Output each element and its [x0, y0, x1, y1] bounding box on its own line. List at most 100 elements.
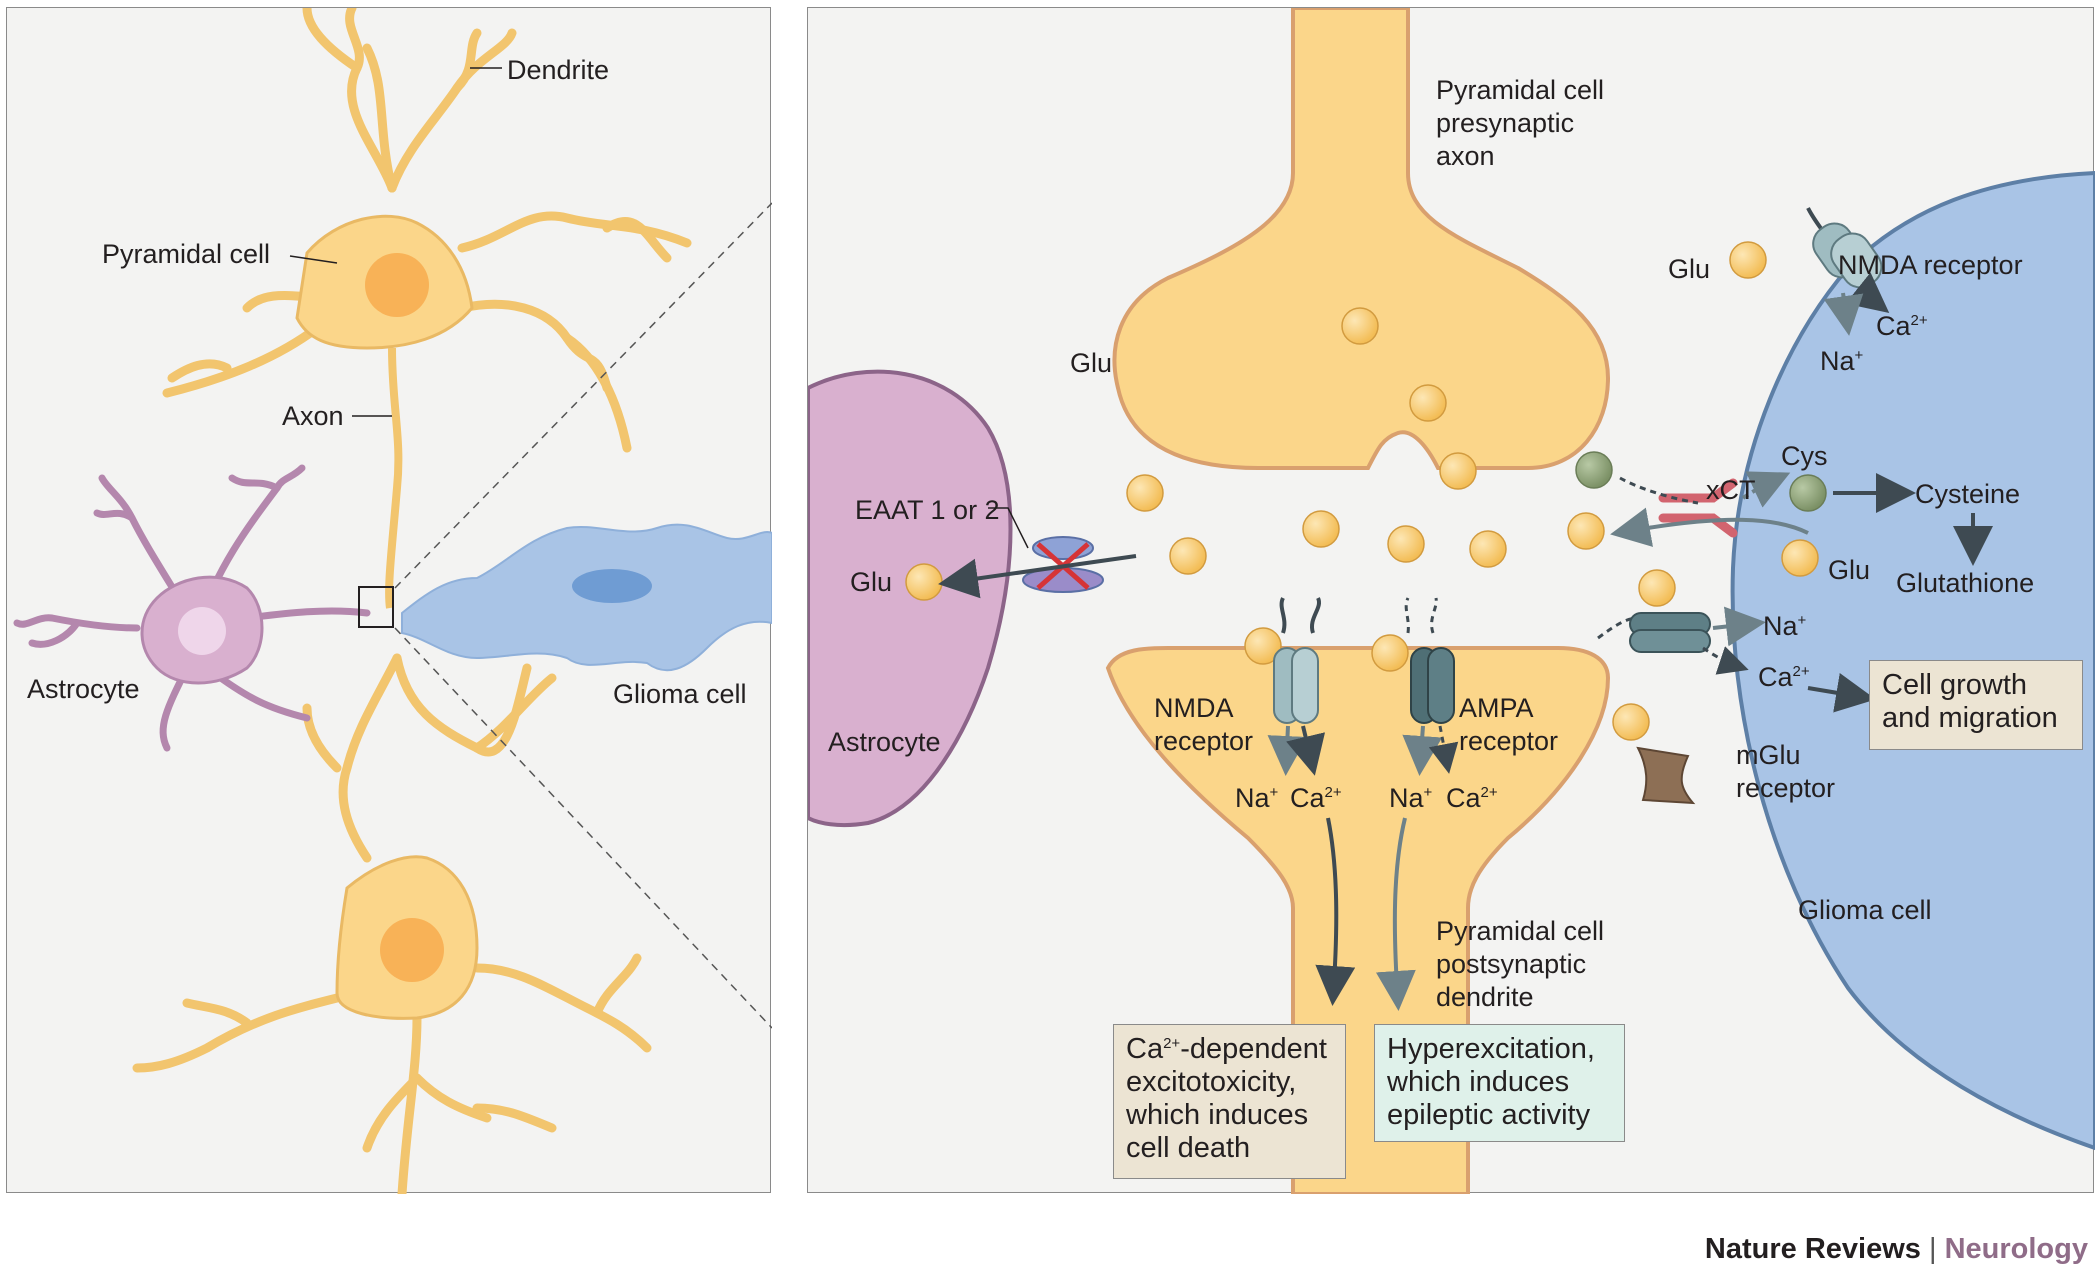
nmda-post-ca-label: Ca2+: [1290, 782, 1342, 815]
hyperexcitation-line-3: epileptic activity: [1387, 1099, 1591, 1131]
upper-neuron-nucleus: [365, 253, 429, 317]
glu-vesicle: [1341, 307, 1379, 345]
hyperexcitation-line-2: which induces: [1387, 1066, 1570, 1098]
glu-vesicle: [1781, 539, 1819, 577]
ca-superscript: 2+: [1792, 663, 1810, 680]
glu-vesicle: [1409, 384, 1447, 422]
mglu-receptor: [1636, 746, 1696, 805]
nmda-ca-arrow: [1845, 272, 1890, 313]
ca-to-growth-arrow: [1807, 673, 1876, 713]
ampa-post-label-1: AMPA: [1459, 693, 1534, 723]
axon: [385, 347, 403, 609]
dendrite-label: Dendrite: [507, 55, 610, 85]
astrocyte-label: Astrocyte: [828, 727, 941, 757]
nmda-receptor-glioma-label: NMDA receptor: [1838, 250, 2023, 280]
ampa-glioma-na-label: Na+: [1763, 610, 1806, 643]
presynaptic-label-1: Pyramidal cell: [1436, 75, 1605, 105]
dependent-text: -dependent: [1180, 1033, 1327, 1065]
eaat-label: EAAT 1 or 2: [855, 495, 1000, 525]
lower-neuron-dendrites: [132, 653, 652, 1194]
glu-label-presynaptic: Glu: [1070, 348, 1113, 378]
glu-vesicle: [1729, 241, 1767, 279]
ca-text: Ca: [1126, 1033, 1164, 1065]
hyperexcitation-box: Hyperexcitation, which induces epileptic…: [1374, 1024, 1625, 1142]
glu-vesicle: [1469, 530, 1507, 568]
glu-vesicle: [1302, 510, 1340, 548]
glu-label-astrocyte: Glu: [850, 567, 893, 597]
glutathione-label: Glutathione: [1896, 568, 2035, 598]
na-superscript: +: [1423, 784, 1433, 801]
glu-vesicle: [1371, 634, 1409, 672]
upper-neuron-dendrites: [162, 8, 692, 453]
na-superscript: +: [1854, 347, 1864, 364]
excitotoxicity-box: Ca2+-dependent excitotoxicity, which ind…: [1113, 1024, 1346, 1179]
hyperexcitation-arrow: [1375, 817, 1416, 1011]
na-superscript: +: [1797, 612, 1807, 629]
presynaptic-label-3: axon: [1436, 141, 1495, 171]
postsynaptic-label-1: Pyramidal cell: [1436, 916, 1605, 946]
glu-vesicle: [1244, 627, 1282, 665]
nmda-glioma-ca-label: Ca2+: [1876, 310, 1928, 343]
overview-illustration: [13, 8, 772, 1194]
synapse-panel: Pyramidal cell presynaptic axon Pyramida…: [807, 7, 2095, 1194]
ampa-glioma-na-arrow: [1712, 606, 1766, 647]
glu-vesicle: [1638, 569, 1676, 607]
ampa-glioma-ca-arrow: [1702, 646, 1749, 675]
ca-text: Ca: [1446, 783, 1481, 813]
zoom-line-top: [394, 202, 772, 589]
nmda-post-label-2: receptor: [1154, 726, 1254, 756]
glu-vesicle: [1126, 474, 1164, 512]
ca-text: Ca: [1758, 662, 1793, 692]
zoom-line-bottom: [394, 627, 772, 1029]
synapse-illustration: [808, 8, 2095, 1194]
na-text: Na: [1235, 783, 1270, 813]
excitotoxicity-arrow: [1315, 817, 1356, 1006]
nmda-glioma-na-label: Na+: [1820, 345, 1863, 378]
ampa-glioma-ca-label: Ca2+: [1758, 661, 1810, 694]
credit-separator: |: [1928, 1233, 1937, 1265]
publisher-name: Nature Reviews: [1704, 1233, 1921, 1265]
growth-line-2: and migration: [1882, 702, 2058, 734]
glu-out-dashed: [1619, 476, 1699, 505]
glu-vesicle: [1612, 703, 1650, 741]
nmda-post-label-1: NMDA: [1154, 693, 1234, 723]
pyramidal-leader: [289, 255, 338, 264]
na-text: Na: [1389, 783, 1424, 813]
ampa-post-na-arrow: [1402, 725, 1443, 776]
ca-superscript: 2+: [1910, 312, 1928, 329]
ca-superscript: 2+: [1163, 1035, 1181, 1052]
presynaptic-axon-terminal: [1112, 8, 1611, 470]
ampa-post-ca-label: Ca2+: [1446, 782, 1498, 815]
ca-superscript: 2+: [1480, 784, 1498, 801]
xct-glu-arrow: [1610, 507, 1809, 547]
excitotoxicity-line-1: Ca2+-dependent: [1126, 1033, 1333, 1066]
mglu-label-2: receptor: [1736, 773, 1836, 803]
excitotoxicity-line-3: which induces: [1126, 1099, 1309, 1131]
nmda-post-na-label: Na+: [1235, 782, 1278, 815]
excitotoxicity-line-2: excitotoxicity,: [1126, 1066, 1297, 1098]
glu-vesicle: [1387, 525, 1425, 563]
cys-label: Cys: [1781, 441, 1828, 471]
ampa-post-label-2: receptor: [1459, 726, 1559, 756]
axon-label: Axon: [282, 401, 344, 431]
glutamate-vesicles: [905, 241, 1819, 741]
xct-label: xCT: [1706, 475, 1756, 505]
xct-transporter: [1658, 478, 1738, 538]
ampa-post-na-label: Na+: [1389, 782, 1432, 815]
journal-name: Neurology: [1944, 1233, 2088, 1265]
glu-vesicle: [905, 563, 943, 601]
nmda-receptor-post: [1273, 597, 1322, 724]
glu-label-xct: Glu: [1828, 555, 1871, 585]
nmda-post-ca-arrow: [1286, 725, 1326, 776]
ca-text: Ca: [1876, 311, 1911, 341]
cys-molecule: [1575, 451, 1613, 489]
mglu-label-1: mGlu: [1736, 740, 1801, 770]
cys-molecule: [1789, 474, 1827, 512]
growth-box: Cell growth and migration: [1869, 660, 2083, 750]
excitotoxicity-line-4: cell death: [1126, 1132, 1251, 1164]
overview-panel: Dendrite Pyramidal cell Axon Astrocyte G…: [6, 7, 772, 1194]
nmda-post-na-arrow: [1267, 725, 1308, 776]
growth-line-1: Cell growth: [1882, 669, 2028, 701]
ampa-receptor-glioma: [1597, 612, 1711, 653]
presynaptic-label-2: presynaptic: [1436, 108, 1575, 138]
